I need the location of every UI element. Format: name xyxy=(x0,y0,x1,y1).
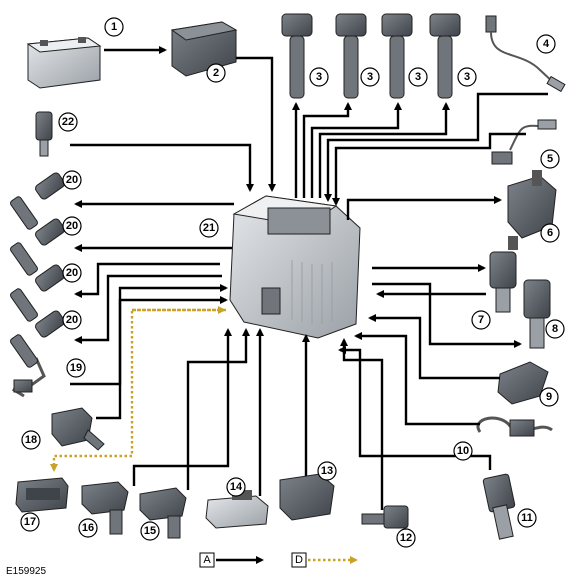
module-cover-icon xyxy=(172,22,236,76)
callout: 11 xyxy=(518,509,536,527)
callout: 6 xyxy=(541,224,559,242)
callout: 12 xyxy=(397,529,415,547)
svg-text:4: 4 xyxy=(543,38,550,50)
callout: 16 xyxy=(79,519,97,537)
solenoid-icon xyxy=(524,280,550,348)
callout: 3 xyxy=(409,68,427,86)
callout: 20 xyxy=(63,264,81,282)
callout: 22 xyxy=(59,113,77,131)
sensor-icon xyxy=(483,474,516,539)
svg-text:3: 3 xyxy=(464,71,470,83)
legend-item-d: D xyxy=(292,553,356,567)
svg-text:5: 5 xyxy=(547,153,553,165)
svg-text:21: 21 xyxy=(203,222,215,234)
svg-text:10: 10 xyxy=(457,445,469,457)
ignition-coil-icon xyxy=(336,14,366,98)
battery-icon xyxy=(28,37,100,88)
callout: 20 xyxy=(63,217,81,235)
svg-text:17: 17 xyxy=(24,516,36,528)
svg-text:A: A xyxy=(203,554,211,566)
svg-text:1: 1 xyxy=(111,21,117,33)
svg-text:3: 3 xyxy=(316,71,322,83)
temperature-sensor-icon xyxy=(362,506,408,528)
callout: 3 xyxy=(310,68,328,86)
callout: 15 xyxy=(141,522,159,540)
callout: 9 xyxy=(540,388,558,406)
callout: 3 xyxy=(458,68,476,86)
svg-text:2: 2 xyxy=(213,67,219,79)
svg-text:9: 9 xyxy=(546,391,552,403)
callout: 3 xyxy=(361,68,379,86)
callout: 20 xyxy=(63,311,81,329)
svg-text:20: 20 xyxy=(66,314,78,326)
ignition-coil-icon xyxy=(282,14,312,98)
signal-legend: A D xyxy=(200,553,356,567)
callout: 19 xyxy=(67,359,85,377)
svg-text:20: 20 xyxy=(66,220,78,232)
pressure-sensor-icon xyxy=(280,474,334,520)
callout: 18 xyxy=(22,431,40,449)
diagnostic-connector-icon xyxy=(16,478,68,512)
svg-text:D: D xyxy=(295,554,303,566)
svg-text:3: 3 xyxy=(415,71,421,83)
svg-text:13: 13 xyxy=(321,465,333,477)
svg-text:16: 16 xyxy=(82,522,94,534)
svg-text:18: 18 xyxy=(25,434,37,446)
svg-text:6: 6 xyxy=(547,227,553,239)
callout: 20 xyxy=(63,171,81,189)
legend-item-a: A xyxy=(200,553,262,567)
ignition-coil-icon xyxy=(430,14,460,98)
ignition-coil-icon xyxy=(382,14,412,98)
callout: 4 xyxy=(537,35,555,53)
callout: 5 xyxy=(541,150,559,168)
svg-text:14: 14 xyxy=(230,481,243,493)
callout: 14 xyxy=(227,478,245,496)
svg-text:7: 7 xyxy=(478,314,484,326)
callout: 7 xyxy=(472,311,490,329)
svg-text:20: 20 xyxy=(66,267,78,279)
callout: 8 xyxy=(546,320,564,338)
svg-text:20: 20 xyxy=(66,174,78,186)
solenoid-icon xyxy=(490,252,516,312)
svg-text:8: 8 xyxy=(552,323,558,335)
svg-text:11: 11 xyxy=(521,512,533,524)
svg-text:19: 19 xyxy=(70,362,82,374)
callout: 10 xyxy=(454,442,472,460)
sensor-harness-icon xyxy=(478,418,552,436)
svg-text:3: 3 xyxy=(367,71,373,83)
fuel-injector-icon xyxy=(9,309,66,368)
sensor-icon xyxy=(36,112,52,156)
callout: 2 xyxy=(207,64,225,82)
svg-text:12: 12 xyxy=(400,532,412,544)
figure-id: E159925 xyxy=(6,566,46,577)
callout: 17 xyxy=(21,513,39,531)
svg-text:15: 15 xyxy=(144,525,156,537)
callout: 13 xyxy=(318,462,336,480)
sensor-icon xyxy=(52,408,104,450)
svg-text:22: 22 xyxy=(62,116,74,128)
callout: 1 xyxy=(105,18,123,36)
callout: 21 xyxy=(200,219,218,237)
engine-control-module-icon xyxy=(230,196,360,338)
oxygen-sensor-icon xyxy=(486,16,565,91)
